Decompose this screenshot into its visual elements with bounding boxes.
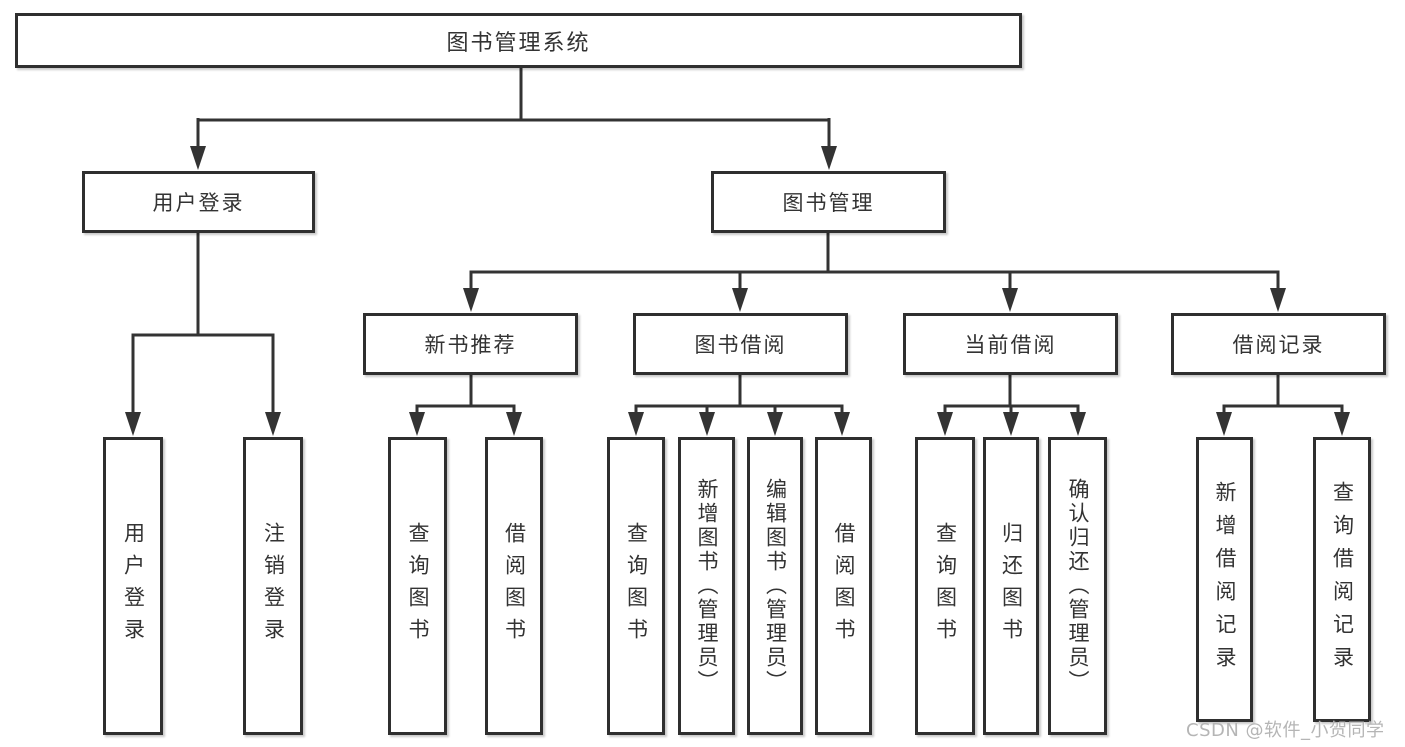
leaf-return-books: 归还图书 bbox=[983, 437, 1039, 735]
leaf-query-borrow-record-label: 查询借阅记录 bbox=[1330, 480, 1355, 679]
leaf-add-book-admin-label: 新增图书（管理员） bbox=[695, 478, 719, 694]
csdn-watermark: CSDN @软件_小贺同学 bbox=[1186, 720, 1385, 741]
leaf-user-login-label: 用户登录 bbox=[121, 522, 146, 650]
node-new-book-recommendation: 新书推荐 bbox=[363, 313, 578, 375]
leaf-logout: 注销登录 bbox=[243, 437, 303, 735]
leaf-query-books-recommend-label: 查询图书 bbox=[406, 522, 430, 650]
leaf-add-borrow-record-label: 新增借阅记录 bbox=[1213, 480, 1237, 679]
leaf-borrow-books-borrowing-label: 借阅图书 bbox=[832, 522, 856, 650]
leaf-borrow-books-recommend: 借阅图书 bbox=[485, 437, 543, 735]
leaf-borrow-books-borrowing: 借阅图书 bbox=[815, 437, 872, 735]
leaf-logout-label: 注销登录 bbox=[261, 522, 286, 650]
node-book-borrowing: 图书借阅 bbox=[633, 313, 848, 375]
node-borrowing-records: 借阅记录 bbox=[1171, 313, 1386, 375]
leaf-query-books-recommend: 查询图书 bbox=[388, 437, 447, 735]
leaf-confirm-return-admin: 确认归还（管理员） bbox=[1048, 437, 1107, 735]
leaf-add-book-admin: 新增图书（管理员） bbox=[678, 437, 735, 735]
leaf-confirm-return-admin-label: 确认归还（管理员） bbox=[1066, 478, 1090, 694]
leaf-edit-book-admin-label: 编辑图书（管理员） bbox=[763, 478, 788, 694]
node-current-borrowing: 当前借阅 bbox=[903, 313, 1118, 375]
leaf-edit-book-admin: 编辑图书（管理员） bbox=[747, 437, 803, 735]
leaf-user-login: 用户登录 bbox=[103, 437, 163, 735]
node-book-management: 图书管理 bbox=[711, 171, 946, 233]
leaf-query-books-borrowing: 查询图书 bbox=[607, 437, 665, 735]
node-library-management-system: 图书管理系统 bbox=[15, 13, 1022, 68]
leaf-add-borrow-record: 新增借阅记录 bbox=[1196, 437, 1253, 722]
node-user-login-group: 用户登录 bbox=[82, 171, 315, 233]
arrowhead-group bbox=[125, 146, 1350, 436]
leaf-query-books-borrowing-label: 查询图书 bbox=[624, 522, 649, 650]
leaf-query-borrow-record: 查询借阅记录 bbox=[1313, 437, 1371, 722]
leaf-query-books-current: 查询图书 bbox=[915, 437, 975, 735]
leaf-borrow-books-recommend-label: 借阅图书 bbox=[502, 522, 527, 650]
leaf-query-books-current-label: 查询图书 bbox=[933, 522, 958, 650]
leaf-return-books-label: 归还图书 bbox=[999, 522, 1024, 650]
